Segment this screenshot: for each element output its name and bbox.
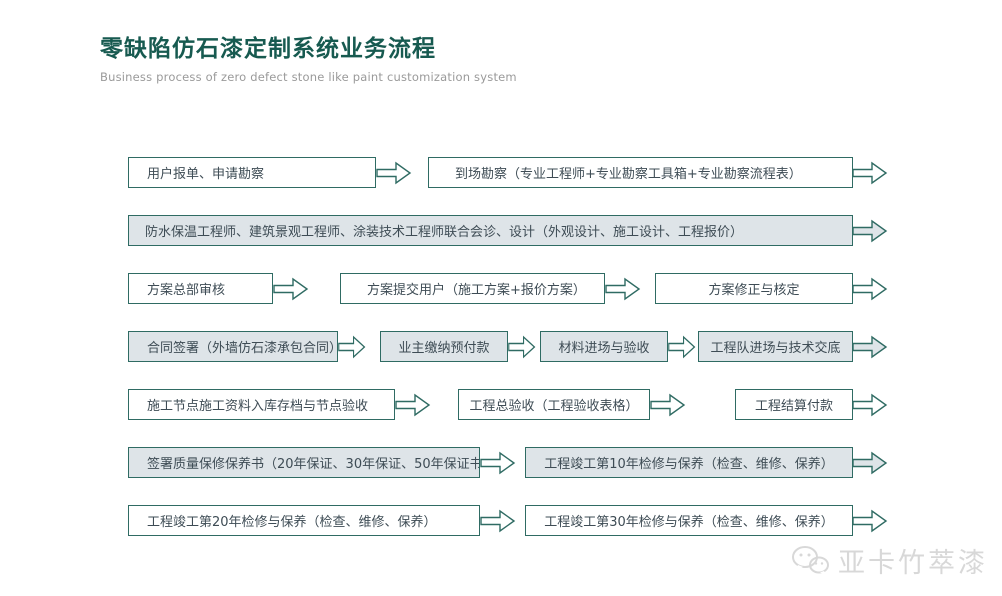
flow-step: 签署质量保修保养书（20年保证、30年保证、50年保证书） [128, 447, 480, 478]
flow-arrow-icon [852, 335, 888, 358]
flow-arrow-icon [852, 277, 888, 300]
flow-arrow-icon [508, 335, 536, 358]
flow-step: 工程竣工第20年检修与保养（检查、维修、保养） [128, 505, 480, 536]
flow-row-2: 防水保温工程师、建筑景观工程师、涂装技术工程师联合会诊、设计（外观设计、施工设计… [128, 215, 898, 246]
flow-step-label: 施工节点施工资料入库存档与节点验收 [147, 399, 369, 414]
flow-step-label: 业主缴纳预付款 [398, 341, 490, 356]
flow-step: 方案提交用户（施工方案+报价方案） [340, 273, 605, 304]
flow-step: 合同签署（外墙仿石漆承包合同） [128, 331, 338, 362]
flow-step-label: 用户报单、申请勘察 [147, 167, 265, 182]
flowchart: 用户报单、申请勘察 到场勘察（专业工程师+专业勘察工具箱+专业勘察流程表） 防水… [128, 157, 898, 563]
flow-step-label: 方案总部审核 [147, 283, 226, 298]
flow-row-5: 施工节点施工资料入库存档与节点验收 工程总验收（工程验收表格） 工程结算付款 [128, 389, 898, 420]
flow-step: 工程总验收（工程验收表格） [458, 389, 650, 420]
flow-row-4: 合同签署（外墙仿石漆承包合同） 业主缴纳预付款 材料进场与验收 工程队进场与技术… [128, 331, 898, 362]
page-subtitle: Business process of zero defect stone li… [100, 70, 517, 84]
flow-arrow-icon [395, 393, 431, 416]
flow-row-3: 方案总部审核 方案提交用户（施工方案+报价方案） 方案修正与核定 [128, 273, 898, 304]
flow-step-label: 工程竣工第30年检修与保养（检查、维修、保养） [544, 515, 834, 530]
flow-arrow-icon [668, 335, 696, 358]
flow-step-label: 工程结算付款 [754, 399, 833, 414]
flow-step-label: 工程队进场与技术交底 [710, 341, 841, 356]
flow-step: 材料进场与验收 [540, 331, 668, 362]
flow-arrow-icon [480, 509, 516, 532]
flow-arrow-icon [852, 393, 888, 416]
flow-step-label: 方案修正与核定 [708, 283, 800, 298]
flow-step: 用户报单、申请勘察 [128, 157, 376, 188]
flow-step: 工程竣工第10年检修与保养（检查、维修、保养） [525, 447, 853, 478]
flow-row-7: 工程竣工第20年检修与保养（检查、维修、保养） 工程竣工第30年检修与保养（检查… [128, 505, 898, 536]
flow-step-label: 材料进场与验收 [558, 341, 650, 356]
flow-row-6: 签署质量保修保养书（20年保证、30年保证、50年保证书） 工程竣工第10年检修… [128, 447, 898, 478]
wechat-icon [792, 545, 829, 575]
flow-arrow-icon [852, 161, 888, 184]
flow-step-label: 防水保温工程师、建筑景观工程师、涂装技术工程师联合会诊、设计（外观设计、施工设计… [145, 225, 744, 240]
flow-step: 工程队进场与技术交底 [698, 331, 853, 362]
flow-arrow-icon [852, 219, 888, 242]
flow-arrow-icon [376, 161, 412, 184]
flow-step-label: 工程竣工第10年检修与保养（检查、维修、保养） [544, 457, 834, 472]
flow-step: 业主缴纳预付款 [380, 331, 508, 362]
slide-header: 零缺陷仿石漆定制系统业务流程 Business process of zero … [100, 34, 517, 84]
flow-arrow-icon [273, 277, 309, 300]
flow-step-label: 工程总验收（工程验收表格） [469, 399, 639, 414]
flow-step: 方案总部审核 [128, 273, 273, 304]
flow-step-label: 方案提交用户（施工方案+报价方案） [367, 283, 586, 298]
flow-step: 施工节点施工资料入库存档与节点验收 [128, 389, 395, 420]
flow-step: 方案修正与核定 [655, 273, 853, 304]
flow-step-label: 到场勘察（专业工程师+专业勘察工具箱+专业勘察流程表） [455, 167, 802, 182]
flow-step: 防水保温工程师、建筑景观工程师、涂装技术工程师联合会诊、设计（外观设计、施工设计… [128, 215, 853, 246]
flow-arrow-icon [605, 277, 641, 300]
flow-arrow-icon [338, 335, 366, 358]
flow-arrow-icon [852, 509, 888, 532]
flow-step-label: 签署质量保修保养书（20年保证、30年保证、50年保证书） [147, 457, 480, 472]
brand-name: 亚卡竹萃漆 [838, 548, 988, 579]
flow-step-label: 合同签署（外墙仿石漆承包合同） [147, 341, 338, 356]
flow-arrow-icon [852, 451, 888, 474]
flow-arrow-icon [480, 451, 516, 474]
flow-arrow-icon [650, 393, 686, 416]
page-title: 零缺陷仿石漆定制系统业务流程 [100, 36, 436, 62]
flow-step: 工程结算付款 [735, 389, 853, 420]
flow-step: 到场勘察（专业工程师+专业勘察工具箱+专业勘察流程表） [428, 157, 853, 188]
brand-watermark: 亚卡竹萃漆 [790, 541, 988, 580]
flow-row-1: 用户报单、申请勘察 到场勘察（专业工程师+专业勘察工具箱+专业勘察流程表） [128, 157, 898, 188]
flow-step-label: 工程竣工第20年检修与保养（检查、维修、保养） [147, 515, 437, 530]
flow-step: 工程竣工第30年检修与保养（检查、维修、保养） [525, 505, 853, 536]
